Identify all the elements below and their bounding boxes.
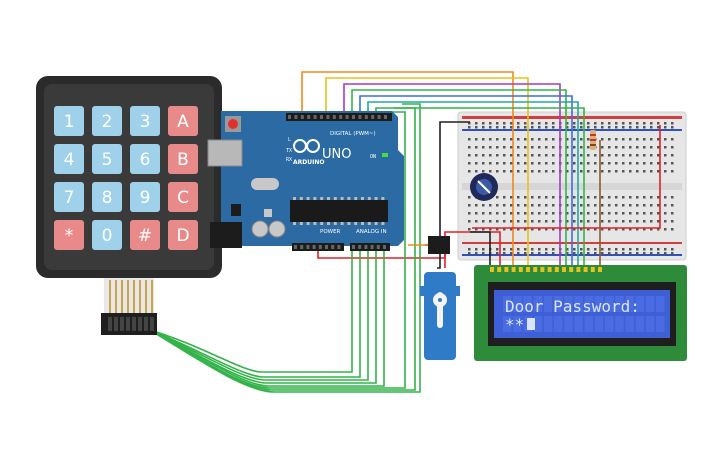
keypad-key[interactable]: D <box>168 220 198 250</box>
wire-yellow <box>325 77 529 150</box>
keypad-key[interactable]: 1 <box>54 106 84 136</box>
keypad-key-label: 7 <box>64 188 75 208</box>
arduino-brand: ARDUINO <box>293 159 324 166</box>
digital-header-label: DIGITAL (PWM~) <box>330 131 376 137</box>
keypad-key-label: * <box>65 226 74 246</box>
reset-button[interactable] <box>225 116 241 132</box>
wire-blue-top <box>359 95 573 268</box>
keypad-key[interactable]: # <box>130 220 160 250</box>
keypad-ribbon <box>101 278 157 335</box>
keypad-key-label: 9 <box>140 188 151 208</box>
reset-button-icon <box>228 119 238 129</box>
power-header-label: POWER <box>320 229 341 235</box>
keypad-key-label: B <box>177 150 189 170</box>
servo-motor-icon <box>433 292 447 328</box>
wire-green-top <box>351 89 567 268</box>
keypad-key-label: 5 <box>102 150 113 170</box>
keypad-key-label: D <box>176 226 189 246</box>
wire-teal-top <box>367 101 579 268</box>
wire-orange <box>301 71 514 150</box>
arduino-uno: DIGITAL (PWM~) POWER ANALOG IN ARDUINO U… <box>207 111 404 251</box>
rx-label: RX <box>286 157 292 163</box>
analog-header-label: ANALOG IN <box>356 229 387 235</box>
keypad-keys: 1 2 3 A 4 5 6 B 7 8 9 C * 0 # D <box>54 106 198 250</box>
keypad-key-label: 1 <box>64 112 75 132</box>
arduino-logo <box>293 139 320 153</box>
keypad-key[interactable]: 8 <box>92 182 122 212</box>
keypad-key[interactable]: 9 <box>130 182 160 212</box>
keypad-key[interactable]: 2 <box>92 106 122 136</box>
keypad-key-label: 8 <box>102 188 113 208</box>
keypad-key-label: 0 <box>102 226 113 246</box>
lcd-cursor <box>527 318 535 330</box>
potentiometer[interactable] <box>470 173 498 201</box>
wire-purple <box>343 83 561 268</box>
wire-keypad-1 <box>149 250 353 373</box>
keypad-key[interactable]: 4 <box>54 144 84 174</box>
lcd-display: Door Password: ** <box>474 265 687 361</box>
tx-label: TX <box>286 148 292 154</box>
keypad-key[interactable]: 0 <box>92 220 122 250</box>
wires <box>149 71 661 393</box>
keypad-key-label: 3 <box>140 112 151 132</box>
wire-keypad-2 <box>149 250 361 378</box>
wire-keypad-5 <box>149 250 385 387</box>
keypad-key-label: # <box>138 226 152 246</box>
resistor-icon <box>590 130 596 150</box>
keypad-key[interactable]: A <box>168 106 198 136</box>
keypad-key[interactable]: B <box>168 144 198 174</box>
wire-keypad-8 <box>149 103 421 393</box>
keypad-key[interactable]: 5 <box>92 144 122 174</box>
on-label: ON <box>370 154 376 160</box>
lcd-line-1: Door Password: <box>505 297 640 316</box>
lcd-line-2: ** <box>505 315 524 334</box>
servo-motor <box>420 236 460 360</box>
wire-keypad-3 <box>149 250 369 381</box>
l-label: L <box>288 137 291 143</box>
keypad: 1 2 3 A 4 5 6 B 7 8 9 C * 0 # D <box>36 76 222 335</box>
keypad-key[interactable]: 3 <box>130 106 160 136</box>
keypad-key[interactable]: 6 <box>130 144 160 174</box>
keypad-key[interactable]: 7 <box>54 182 84 212</box>
keypad-key-label: 2 <box>102 112 113 132</box>
keypad-key-label: A <box>177 112 189 132</box>
keypad-key[interactable]: C <box>168 182 198 212</box>
keypad-key-label: 6 <box>140 150 151 170</box>
keypad-key[interactable]: * <box>54 220 84 250</box>
arduino-model: UNO <box>322 147 351 162</box>
keypad-key-label: C <box>177 188 189 208</box>
keypad-key-label: 4 <box>64 150 75 170</box>
